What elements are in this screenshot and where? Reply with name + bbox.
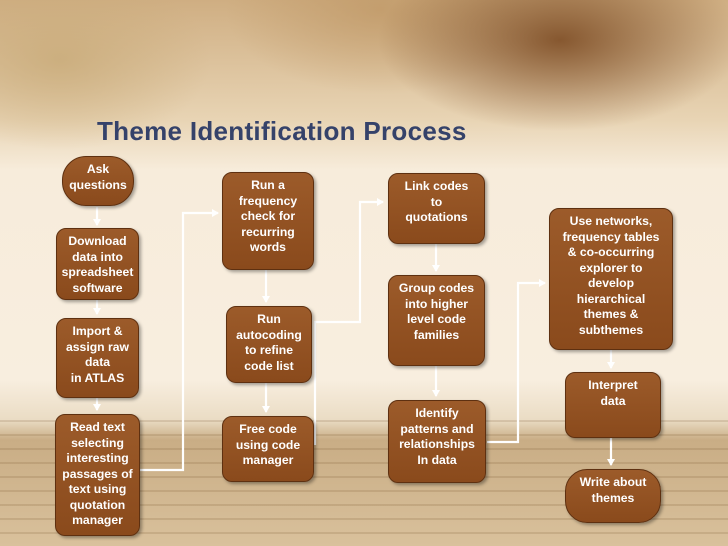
node-write-themes: Write about themes: [565, 469, 661, 523]
node-import-assign: Import & assign raw data in ATLAS: [56, 318, 139, 398]
arrow-free-to-link: [313, 198, 384, 445]
arrow-read-to-frequency: [140, 209, 219, 472]
node-use-networks: Use networks, frequency tables & co-occu…: [549, 208, 673, 350]
node-group-codes: Group codes into higher level code famil…: [388, 275, 485, 366]
node-run-autocoding: Run autocoding to refine code list: [226, 306, 312, 383]
node-free-code: Free code using code manager: [222, 416, 314, 482]
node-ask-questions: Ask questions: [62, 156, 134, 206]
node-read-text: Read text selecting interesting passages…: [55, 414, 140, 536]
node-interpret-data: Interpret data: [565, 372, 661, 438]
node-identify-patterns: Identify patterns and relationships In d…: [388, 400, 486, 483]
node-link-codes: Link codes to quotations: [388, 173, 485, 244]
arrow-identify-to-networks: [487, 279, 546, 444]
node-run-frequency: Run a frequency check for recurring word…: [222, 172, 314, 270]
page-title: Theme Identification Process: [97, 116, 467, 146]
node-download-data: Download data into spreadsheet software: [56, 228, 139, 300]
